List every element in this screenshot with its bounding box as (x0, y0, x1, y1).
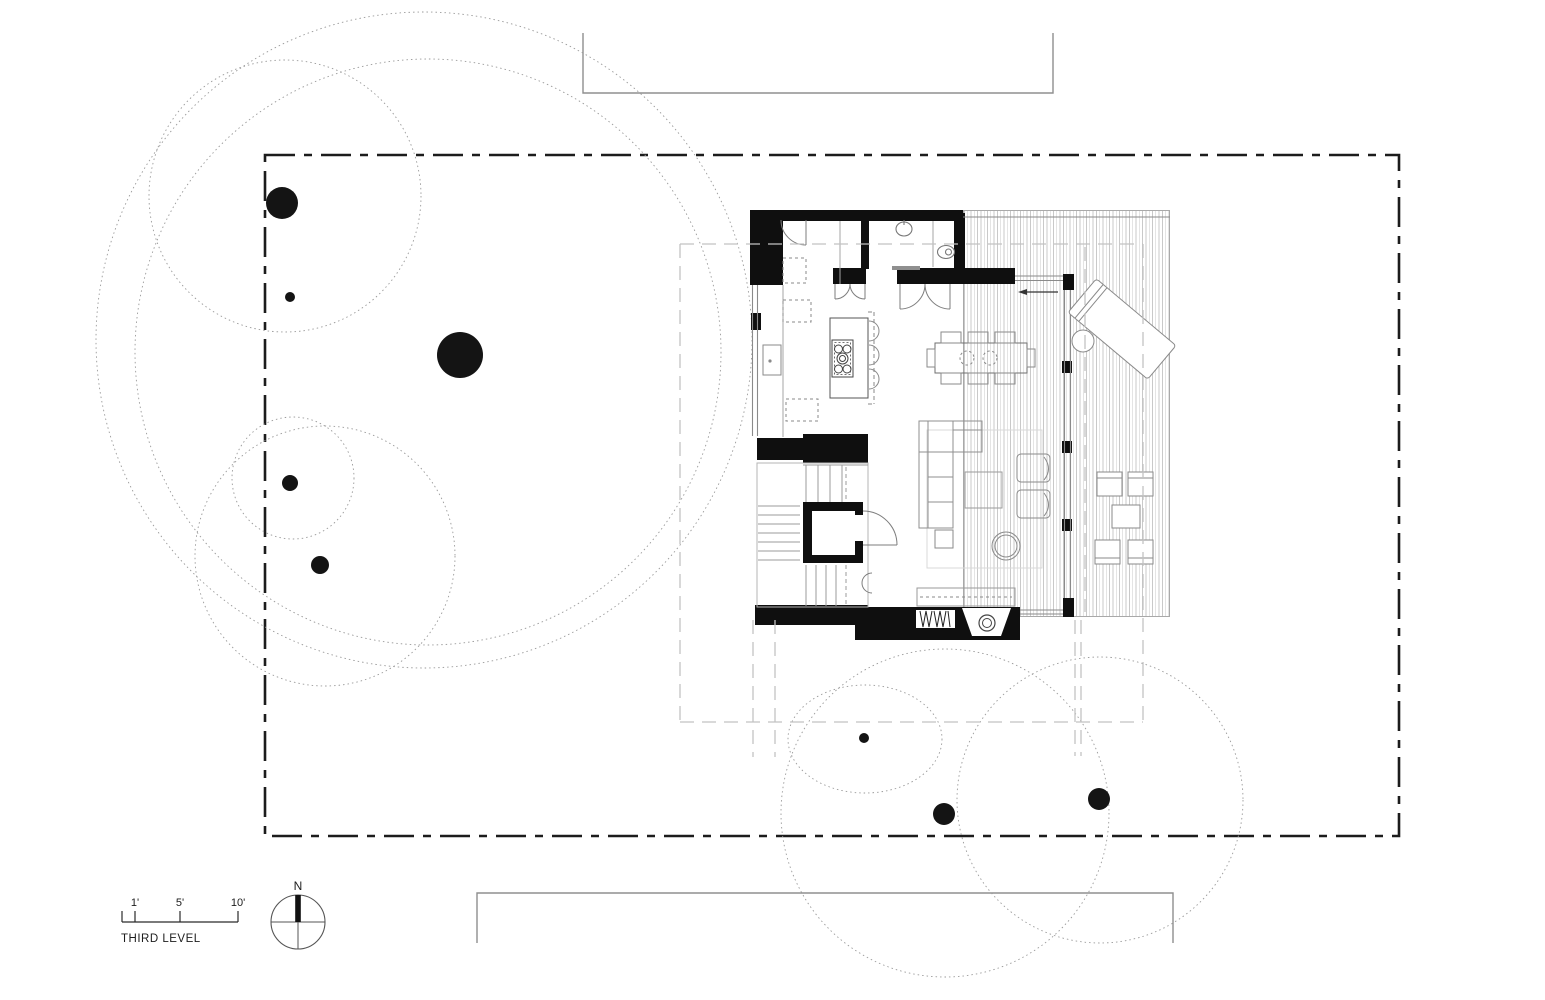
north-label: N (294, 879, 303, 893)
flue-ring (978, 614, 996, 632)
armchair (1016, 489, 1051, 519)
tree-trunk-dot (437, 332, 483, 378)
entry-door (780, 219, 807, 246)
tree-trunks (266, 187, 1110, 825)
tree-trunk-dot (285, 292, 295, 302)
deck-side-table (1071, 329, 1095, 353)
dining-chair (940, 372, 962, 385)
property-boundary (263, 153, 1401, 838)
scale-tick-label: 5' (176, 897, 184, 909)
armchair (1016, 453, 1051, 483)
cabinet-dashed (782, 299, 812, 323)
pouf (991, 531, 1021, 561)
tree-canopy-circle (95, 11, 753, 669)
neighbor-building-south (476, 892, 1174, 943)
place-setting (959, 350, 975, 366)
windows-glazing (751, 216, 1170, 615)
tree-canopy-circle (787, 684, 943, 794)
sliding-door-arrow (1018, 289, 1058, 295)
deck-furniture (1068, 279, 1176, 565)
tree-trunk-dot (282, 475, 298, 491)
fireplace (916, 608, 1011, 636)
tree-trunk-dot (1088, 788, 1110, 810)
tree-trunk-dot (311, 556, 329, 574)
deck-chair (1096, 471, 1123, 497)
cooktop (831, 339, 854, 378)
living-room (916, 420, 1051, 607)
under-stair-door (861, 572, 873, 594)
dining-chair (1026, 348, 1036, 368)
place-setting (982, 350, 998, 366)
doors (780, 219, 951, 594)
lounge-chair (1068, 279, 1176, 379)
hall-double-doors (899, 283, 951, 310)
dining-chair (940, 331, 962, 344)
bath-counter (892, 266, 920, 270)
firewood-logs (919, 610, 951, 628)
scale-tick-label: 10' (231, 897, 245, 909)
side-table (934, 529, 954, 549)
walls (750, 210, 1074, 640)
bar-stools (868, 320, 880, 390)
dining-table-set (926, 331, 1036, 385)
tree-canopy-circle (231, 416, 355, 540)
entry-closet-dashed (782, 257, 807, 284)
dining-table (934, 342, 1028, 374)
kitchen-sink (762, 344, 782, 376)
dining-chair (967, 331, 989, 344)
tree-canopy-circle (956, 656, 1244, 944)
deck-chair (1127, 539, 1154, 565)
stairs (758, 464, 868, 606)
deck-table (1111, 504, 1141, 529)
neighbor-building-north (582, 33, 1054, 94)
north-needle (295, 895, 301, 922)
north-arrow-icon: N (270, 879, 326, 950)
dining-chair (967, 372, 989, 385)
tree-canopy-circle (148, 59, 422, 333)
tree-canopy-circle (194, 425, 456, 687)
lower-level-outline (679, 243, 1144, 757)
tree-canopy-circle (780, 648, 1110, 978)
coffee-table (964, 471, 1003, 509)
bench (916, 587, 1016, 607)
deck-chair (1127, 471, 1154, 497)
cabinet-dashed (785, 398, 819, 422)
stair-closet-door (862, 510, 898, 546)
dining-chair (926, 348, 936, 368)
tree-trunk-dot (859, 733, 869, 743)
rug (926, 429, 1043, 569)
sofa (918, 420, 983, 529)
house-plan (750, 210, 1176, 640)
scale-tick-label: 1' (131, 897, 139, 909)
tree-trunk-dot (266, 187, 298, 219)
deck-dining-set (1094, 471, 1154, 565)
closet-double-doors (834, 283, 866, 300)
kitchen-island (829, 311, 875, 405)
scale-bar: 1' 5' 10' THIRD LEVEL (121, 897, 245, 945)
tree-canopy-circle (134, 58, 722, 646)
kitchen (762, 257, 880, 422)
deck-chair (1094, 539, 1121, 565)
tree-trunk-dot (933, 803, 955, 825)
dining-chair (994, 331, 1016, 344)
bathroom (895, 220, 956, 260)
dining-chair (994, 372, 1016, 385)
toilet (936, 244, 956, 260)
level-label: THIRD LEVEL (121, 933, 201, 945)
fire-pit (962, 608, 1011, 636)
